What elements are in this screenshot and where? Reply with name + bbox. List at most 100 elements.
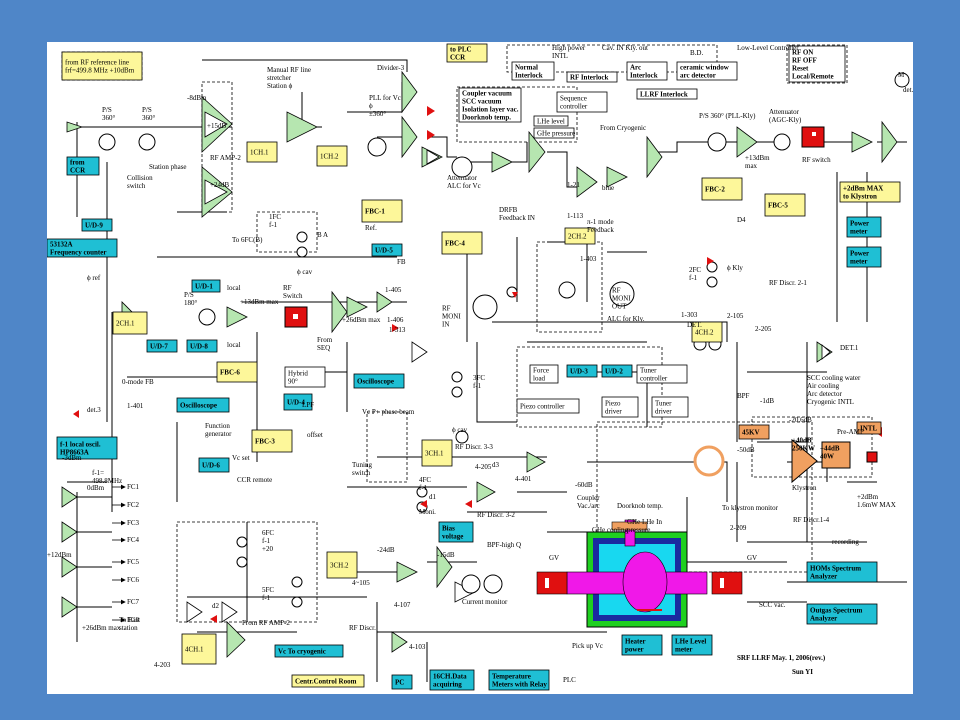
vc-cryogenic-box: Vc To cryogenic [274, 644, 344, 658]
ud7-rect [146, 339, 178, 353]
fbc6-rect [216, 361, 258, 383]
rf-discr-33-label: RF Discr. 3-3 [455, 443, 493, 451]
fbc6-box: FBC-6 [216, 361, 258, 383]
hv-45kv-box: 45KV [738, 424, 770, 440]
m1db-label: -1dB [760, 397, 774, 405]
ud3-rect [566, 364, 598, 378]
to-6fc-label: To 6FC(B) [232, 236, 263, 244]
moni-label: Moni. [419, 508, 436, 516]
hv-45kv-rect [738, 424, 770, 440]
fbc3-box: FBC-3 [251, 429, 293, 453]
pc-box: PC [391, 674, 413, 690]
p13dbm-max2-label: +13dBm max [240, 298, 279, 306]
doorknob-temp-label: Doorknob temp. [617, 502, 663, 510]
det3-label: det.3 [87, 406, 101, 414]
n4105-label: 4~105 [352, 579, 370, 587]
cavity [536, 519, 743, 628]
fbc6-text: FBC-6 [220, 369, 240, 377]
p12dbm-label: +12dBm [47, 551, 72, 559]
ud8-text: U/D-8 [190, 343, 208, 351]
fbc2-text: FBC-2 [705, 186, 725, 194]
attenuator-agc-label: Attenuator(AGC-Kly) [769, 108, 802, 124]
p26dbm-max-label: +26dBm max [342, 316, 381, 324]
d3-label: d3 [492, 461, 500, 469]
station-phase-label: Station phase [149, 163, 187, 171]
fbc3-rect [251, 429, 293, 453]
f1-local-text: f-1 local oscil.HP8663A [60, 441, 101, 457]
oscilloscope1-rect [353, 373, 405, 389]
freq-counter-rect [47, 238, 118, 258]
n4401-label: 4-401 [515, 475, 532, 483]
fbc5-box: FBC-5 [764, 193, 806, 217]
bpf-high-q-label: BPF-high Q [487, 541, 521, 549]
ud1-rect [191, 279, 221, 293]
fbc1-rect [361, 199, 403, 223]
oscilloscope1-text: Oscilloscope [357, 378, 394, 386]
to-klystron-monitor-label: To klystron monitor [722, 504, 779, 512]
rf-interlock-rect [566, 71, 618, 83]
ud5-text: U/D-5 [375, 247, 393, 255]
fbc4-text: FBC-4 [445, 240, 465, 248]
rf-interlock-text: RF Interlock [570, 74, 609, 82]
ch3-1-rect [421, 439, 453, 467]
ud8-rect [186, 339, 218, 353]
n2205-label: 2-205 [755, 325, 772, 333]
plc-label: PLC [563, 676, 576, 684]
ch3-2-box: 3CH.2 [326, 551, 358, 579]
ch1-1-rect [246, 141, 278, 163]
ch3-1-box: 3CH.1 [421, 439, 453, 467]
m50db-label: -50dB [737, 446, 755, 454]
zero-mode-fb-label: 0-mode FB [122, 378, 154, 386]
bias-voltage-rect [438, 521, 474, 543]
pick-up-vc-label: Pick up Vc [572, 642, 603, 650]
offset-label: offset [307, 431, 323, 439]
vc-set-label: Vc set [232, 454, 250, 462]
fbc2-box: FBC-2 [701, 177, 743, 201]
ch1-2-rect [316, 145, 348, 167]
amplifiers [61, 70, 898, 658]
n1303-label: 1-303 [681, 311, 698, 319]
alc-kly-label: ALC for Kly. [607, 315, 645, 323]
n1401-label: 1-401 [127, 402, 144, 410]
ceramic-window-rect [676, 61, 738, 81]
ch2-1-box: 2CH.1 [112, 311, 148, 335]
fc-output-label: FC1 [127, 483, 140, 491]
ch2-1-text: 2CH.1 [116, 320, 135, 328]
ud1-box: U/D-1 [191, 279, 221, 293]
ud1-text: U/D-1 [195, 283, 213, 291]
from-cryogenic-label: From Cryogenic [600, 124, 646, 132]
footer-author: Sun YI [792, 668, 813, 676]
pre-amp-lbl-label: Pre-AMP [837, 428, 864, 436]
tuner-controller-rect [636, 364, 688, 384]
ch4-1-box: 4CH.1 [181, 633, 217, 665]
ud8-box: U/D-8 [186, 339, 218, 353]
rf-switches [73, 106, 899, 623]
ud7-text: U/D-7 [150, 343, 168, 351]
